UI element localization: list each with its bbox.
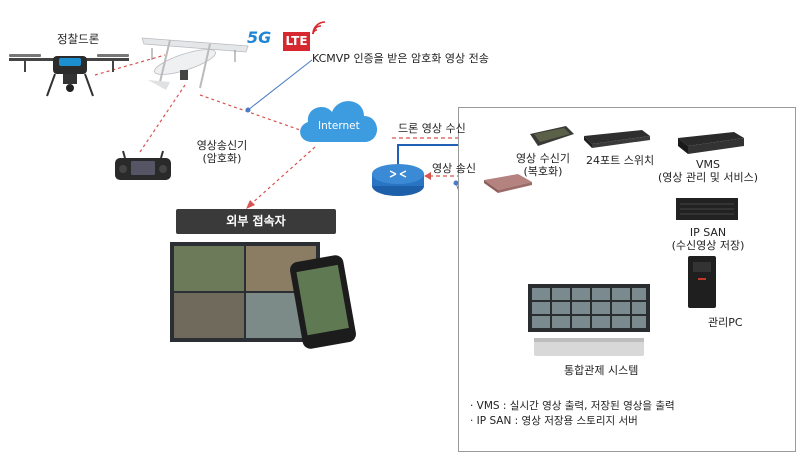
note-vms: · VMS : 실시간 영상 출력, 저장된 영상을 출력 (470, 399, 675, 414)
router-icon (370, 158, 426, 200)
mgmt-pc-label: 관리PC (708, 316, 743, 329)
vms-label: VMS (영상 관리 및 서비스) (648, 158, 768, 184)
transmitter-label: 영상송신기 (암호화) (188, 139, 256, 165)
ipsan-label-line1: IP SAN (660, 226, 756, 239)
vms-label-line1: VMS (648, 158, 768, 171)
lte-badge: LTE (283, 32, 310, 51)
external-monitor-screens (168, 240, 368, 350)
vms-label-line2: (영상 관리 및 서비스) (648, 171, 768, 184)
transmitter-label-line2: (암호화) (188, 152, 256, 165)
external-access-bar: 외부 접속자 (176, 209, 336, 234)
network-switch-icon (582, 128, 652, 150)
5g-badge: 5G (247, 28, 271, 47)
switch-label: 24포트 스위치 (586, 154, 654, 167)
remote-controller-icon (113, 150, 173, 184)
vtol-aircraft-icon (140, 20, 250, 102)
link-internet-to-external (250, 147, 315, 205)
note-ipsan: · IP SAN : 영상 저장용 스토리지 서버 (470, 414, 675, 429)
control-room-video-wall (524, 282, 654, 362)
legend-notes: · VMS : 실시간 영상 출력, 저장된 영상을 출력 · IP SAN :… (470, 399, 675, 429)
video-receiver-icon (528, 124, 576, 150)
control-system-label: 통합관제 시스템 (564, 364, 638, 377)
internet-label: Internet (318, 120, 360, 133)
transmitter-label-line1: 영상송신기 (188, 139, 256, 152)
receiver-label-line1: 영상 수신기 (508, 152, 578, 165)
drone-video-rx-label: 드론 영상 수신 (398, 122, 466, 135)
patrol-drone-label: 정찰드론 (57, 33, 99, 46)
video-encoder-box-icon (482, 172, 534, 194)
video-tx-label: 영상 송신 (432, 162, 476, 175)
arrowhead-external (246, 200, 255, 209)
quadcopter-drone-icon (5, 48, 135, 103)
ipsan-label: IP SAN (수신영상 저장) (660, 226, 756, 252)
ipsan-label-line2: (수신영상 저장) (660, 239, 756, 252)
management-pc-icon (684, 254, 720, 310)
kcmvp-label: KCMVP 인증을 받은 암호화 영상 전송 (312, 52, 489, 65)
ip-san-storage-icon (674, 194, 740, 222)
wifi-signal-icon (311, 20, 327, 36)
vms-server-icon (676, 130, 746, 156)
